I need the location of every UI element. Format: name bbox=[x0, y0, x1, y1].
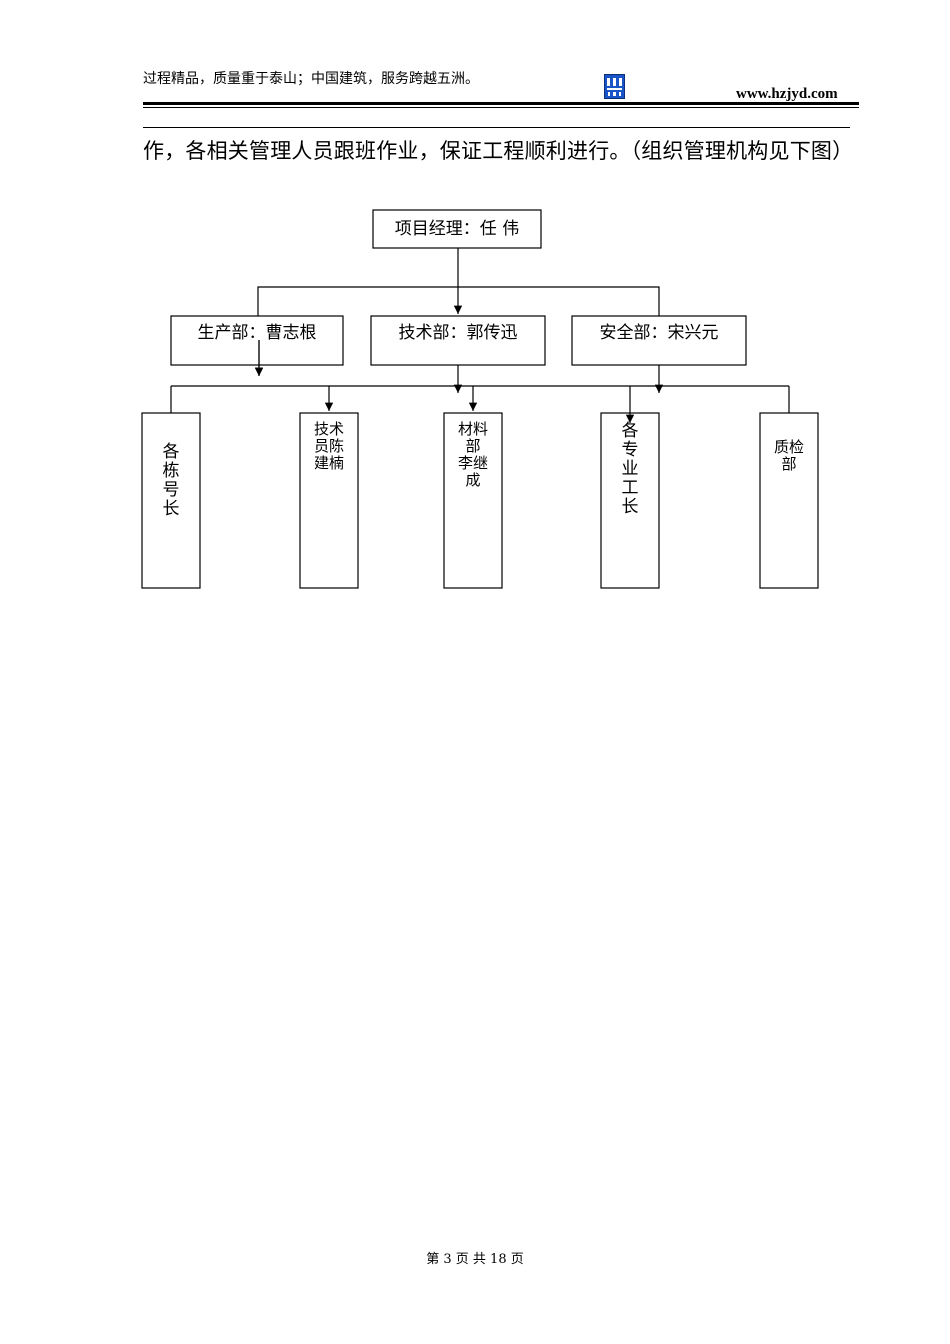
org-unit-box-5 bbox=[759, 412, 819, 589]
unit-3-line: 材料 bbox=[458, 420, 488, 438]
org-unit-label-1: 各 栋 号 长 bbox=[163, 442, 180, 519]
org-unit-box-1 bbox=[141, 412, 201, 589]
org-top-box bbox=[372, 209, 542, 249]
unit-3-line: 成 bbox=[465, 471, 480, 489]
unit-1-line: 各 bbox=[163, 442, 180, 462]
unit-2-line: 技术 bbox=[314, 420, 344, 438]
org-unit-label-5: 质检 部 bbox=[774, 438, 804, 473]
body-paragraph: 作，各相关管理人员跟班作业，保证工程顺利进行。（组织管理机构见下图） bbox=[143, 139, 854, 163]
org-unit-label-4: 各 专 业 工 长 bbox=[622, 421, 639, 517]
header-website: www.hzjyd.com bbox=[736, 86, 838, 102]
org-top-label: 项目经理：任 伟 bbox=[395, 219, 519, 239]
unit-4-line: 工 bbox=[622, 478, 639, 498]
unit-5-line: 部 bbox=[781, 455, 796, 473]
org-dept-label-production: 生产部：曹志根 bbox=[198, 323, 317, 343]
header-rule-bottom bbox=[143, 127, 850, 128]
header-slogan: 过程精品，质量重于泰山；中国建筑，服务跨越五洲。 bbox=[143, 71, 479, 87]
org-dept-box-production bbox=[170, 315, 344, 366]
unit-3-line: 部 bbox=[465, 437, 480, 455]
company-logo-icon bbox=[604, 74, 625, 99]
unit-4-line: 业 bbox=[622, 459, 639, 479]
org-dept-box-technical bbox=[370, 315, 546, 366]
unit-5-line: 质检 bbox=[774, 438, 804, 456]
unit-4-line: 长 bbox=[622, 497, 639, 517]
unit-4-line: 专 bbox=[622, 440, 639, 460]
org-chart: 项目经理：任 伟 生产部：曹志根 技术部：郭传迅 安全部：宋兴元 各 栋 号 长… bbox=[141, 209, 819, 589]
page-footer: 第 3 页 共 18 页 bbox=[426, 1252, 524, 1267]
org-dept-label-safety: 安全部：宋兴元 bbox=[600, 323, 719, 343]
unit-1-line: 栋 bbox=[163, 461, 180, 481]
org-unit-label-2: 技术 员陈 建楠 bbox=[314, 420, 344, 472]
org-unit-box-2 bbox=[299, 412, 359, 589]
unit-1-line: 号 bbox=[163, 480, 180, 500]
header-rule-thick bbox=[143, 102, 859, 105]
unit-2-line: 建楠 bbox=[314, 454, 344, 472]
org-unit-label-3: 材料 部 李继 成 bbox=[458, 420, 488, 489]
org-dept-label-technical: 技术部：郭传迅 bbox=[399, 323, 518, 343]
unit-1-line: 长 bbox=[163, 499, 180, 519]
unit-4-line: 各 bbox=[622, 421, 639, 441]
unit-3-line: 李继 bbox=[458, 454, 488, 472]
org-dept-box-safety bbox=[571, 315, 747, 366]
org-unit-box-3 bbox=[443, 412, 503, 589]
header-rule-thin bbox=[143, 107, 859, 108]
org-unit-box-4 bbox=[600, 412, 660, 589]
unit-2-line: 员陈 bbox=[314, 437, 344, 455]
